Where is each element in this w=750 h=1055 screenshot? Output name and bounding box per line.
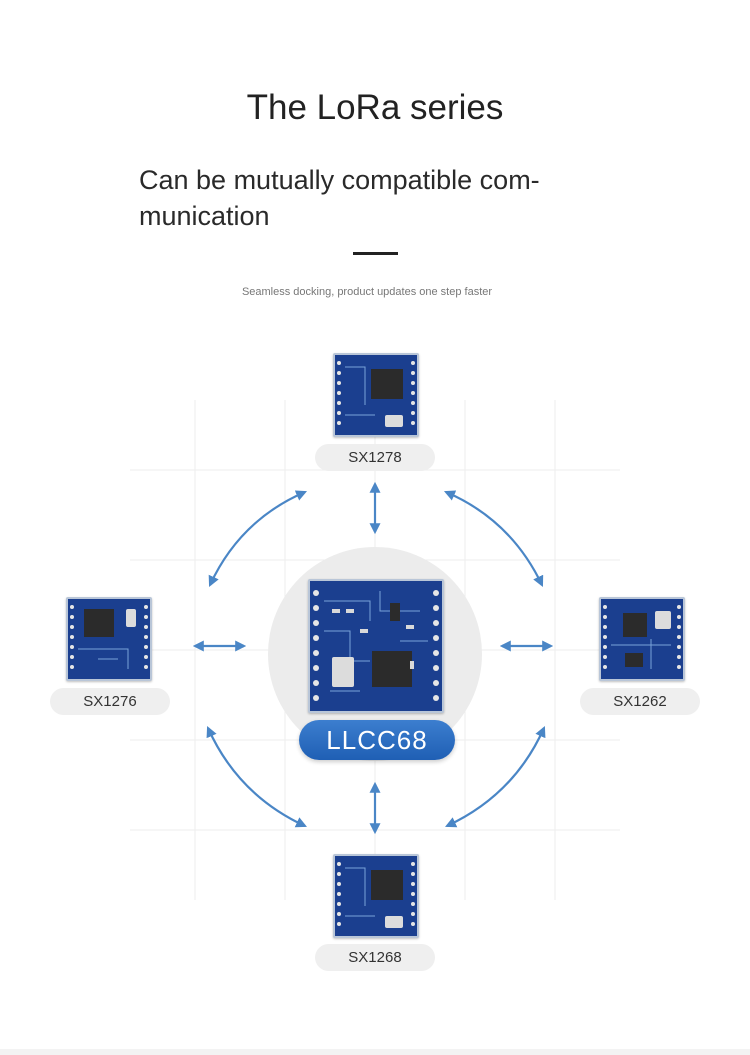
- page-subtitle: Can be mutually compatible com- municati…: [139, 165, 540, 231]
- page-title: The LoRa series: [246, 88, 504, 127]
- pcb-module-icon: [337, 361, 415, 427]
- compatibility-diagram: LLCC68 SX1278 SX1276: [0, 320, 750, 1020]
- arrow-bottom-right-icon: [445, 725, 546, 828]
- module-llcc68-label: LLCC68: [299, 720, 455, 760]
- diagram-background: [130, 400, 620, 900]
- module-sx1268-label: SX1268: [315, 944, 435, 971]
- module-sx1276-image: [66, 597, 152, 681]
- arrow-top-right-icon: [443, 490, 544, 587]
- pcb-module-icon: [337, 862, 415, 928]
- tagline: Seamless docking, product updates one st…: [241, 286, 493, 298]
- title-divider: [353, 252, 398, 255]
- bottom-strip: [0, 1049, 750, 1055]
- arrow-bottom-left-icon: [206, 725, 307, 828]
- module-sx1276-label: SX1276: [50, 688, 170, 715]
- module-sx1262-image: [599, 597, 685, 681]
- module-sx1268-image: [333, 854, 419, 938]
- pcb-module-icon: [70, 605, 148, 669]
- module-sx1278-image: [333, 353, 419, 437]
- arrow-top-left-icon: [208, 490, 308, 587]
- module-sx1262-label: SX1262: [580, 688, 700, 715]
- pcb-module-icon: [603, 605, 681, 669]
- module-sx1278-label: SX1278: [315, 444, 435, 471]
- pcb-module-icon: [313, 590, 439, 701]
- module-llcc68-image: [308, 579, 444, 713]
